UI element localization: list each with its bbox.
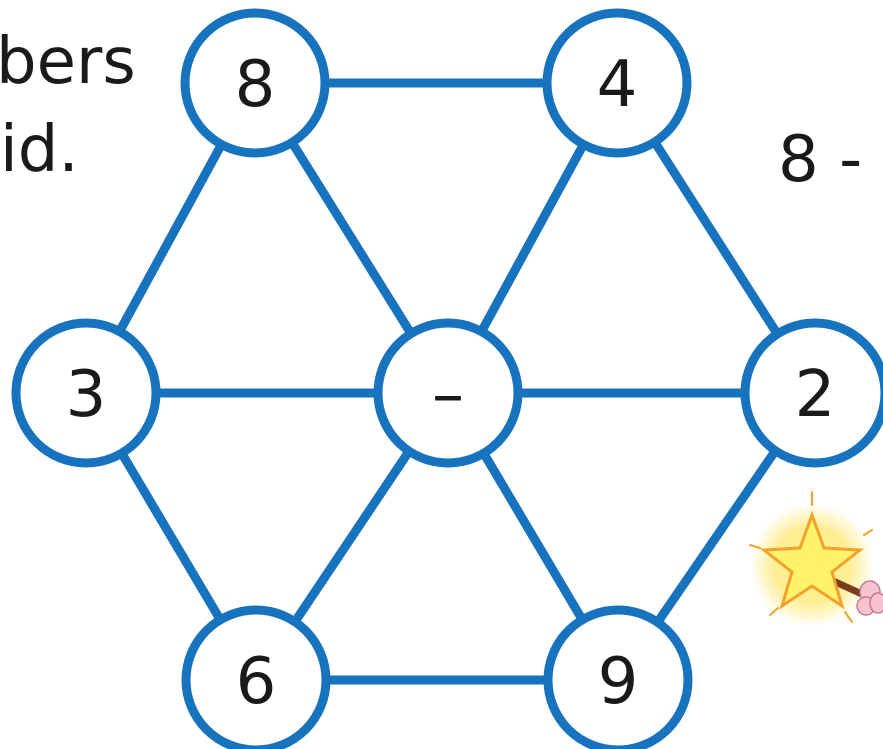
node-label: 9 [598,645,639,719]
node-circle [740,318,883,468]
node-circle [180,8,330,158]
node-label: 8 [235,48,276,122]
instruction-text-fragment-2: id. [0,113,79,187]
node-circle [373,318,523,468]
grid-nodes: 8 4 3 – 2 6 9 [11,8,883,749]
instruction-text-fragment-1: bers [0,25,136,99]
node-label: 3 [66,358,107,432]
node-bottom-left: 6 [181,605,331,749]
node-middle-right: 2 [740,318,883,468]
node-label: 4 [597,48,638,122]
example-equation-fragment: 8 - [778,123,863,197]
node-top-right: 4 [542,8,692,158]
node-label: 2 [795,358,836,432]
node-label: 6 [236,645,277,719]
node-top-left: 8 [180,8,330,158]
node-circle [543,605,693,749]
node-middle-left: 3 [11,318,161,468]
node-center: – [373,318,523,468]
node-circle [181,605,331,749]
node-circle [11,318,161,468]
node-circle [542,8,692,158]
node-label: – [432,358,464,432]
magic-wand-star-icon [749,491,883,627]
node-bottom-right: 9 [543,605,693,749]
